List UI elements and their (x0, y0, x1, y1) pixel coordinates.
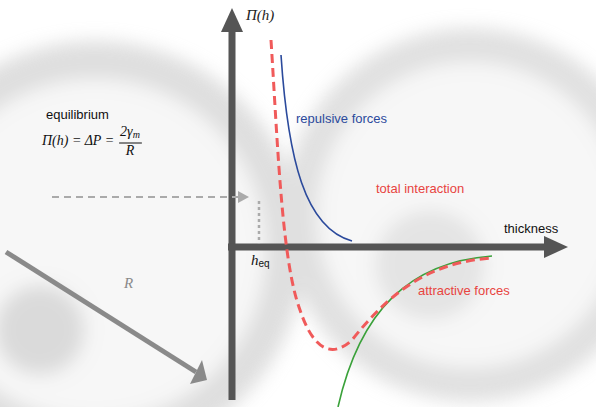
radius-arrow (6, 252, 196, 372)
variable: h (251, 253, 259, 268)
curve-label: attractive forces (418, 284, 510, 297)
axis-label: thickness (504, 222, 558, 235)
bubble-shadow (0, 285, 85, 375)
fraction-denominator: R (126, 144, 135, 158)
arrowhead (190, 360, 207, 384)
left-bubble (0, 60, 285, 407)
axis-arrowhead (221, 8, 243, 32)
thickness-marker (258, 201, 261, 244)
axis-label: Π(h) (246, 8, 274, 23)
curve-label: repulsive forces (296, 112, 387, 125)
x-axis (228, 244, 546, 251)
fraction-numerator: 2γ (120, 125, 133, 139)
subscript: eq (259, 259, 270, 269)
arrowhead (238, 191, 249, 203)
total-curve (271, 40, 492, 349)
y-axis (229, 30, 236, 400)
note: equilibrium (46, 108, 109, 121)
right-bubble (300, 45, 596, 385)
attractive-curve (338, 256, 492, 407)
bubble-shadow (375, 210, 485, 320)
equilibrium-arrow (52, 196, 240, 198)
repulsive-curve (281, 55, 352, 241)
curve-label: total interaction (376, 182, 464, 195)
subscript: m (133, 130, 140, 140)
bubble-photo (0, 45, 596, 407)
equation: Π(h) = ΔP = (42, 134, 114, 148)
axis-arrowhead (544, 236, 568, 258)
radius-label: R (124, 276, 133, 291)
